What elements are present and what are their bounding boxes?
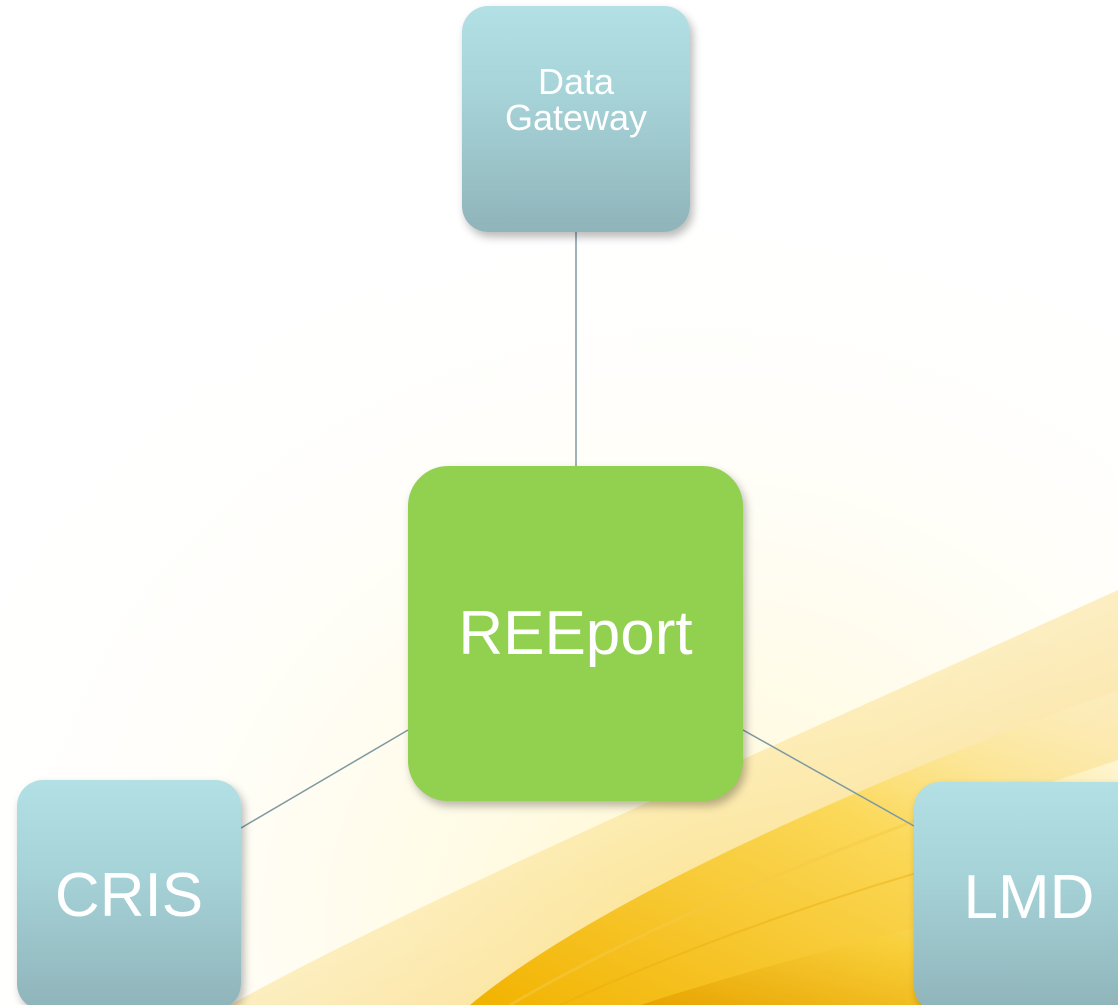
node-lmd: LMD: [914, 782, 1118, 1005]
connector-cris: [240, 729, 409, 829]
node-reeport: REEport: [408, 466, 743, 801]
node-data-gateway-label: Data Gateway: [504, 61, 648, 138]
node-cris-label: CRIS: [54, 860, 204, 930]
connector-lmd: [742, 729, 915, 827]
node-lmd-label: LMD: [963, 862, 1095, 932]
node-reeport-label: REEport: [458, 599, 693, 668]
node-cris: CRIS: [17, 780, 241, 1005]
node-data-gateway: Data Gateway: [462, 6, 690, 232]
